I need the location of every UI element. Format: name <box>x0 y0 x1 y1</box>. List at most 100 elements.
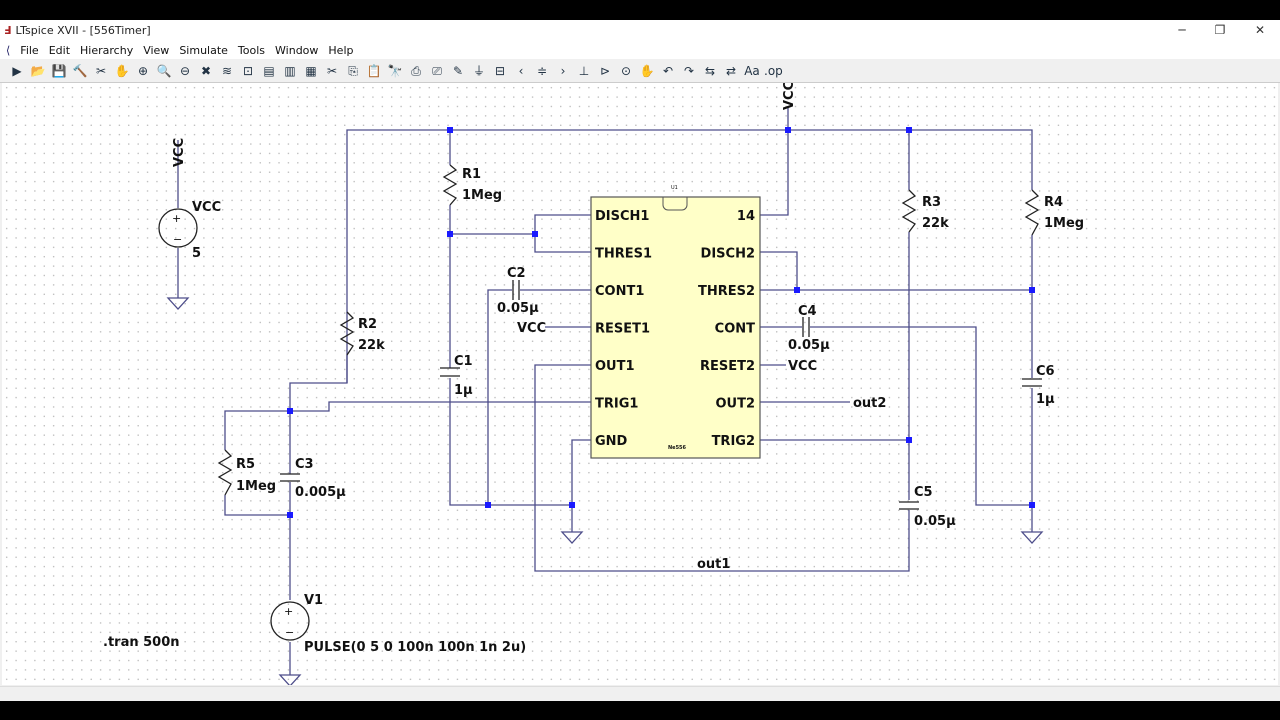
c2-name: C2 <box>507 266 526 281</box>
resistors <box>217 164 1040 496</box>
toolbar-button-20[interactable]: ⎚ <box>432 63 442 78</box>
schematic-icon: ⟨ <box>6 43 11 57</box>
r1-name: R1 <box>462 167 481 182</box>
c6-name: C6 <box>1036 364 1055 379</box>
pin-label-14: 14 <box>737 209 755 224</box>
toolbar-button-33[interactable]: ⇆ <box>704 63 716 78</box>
ic-ref: U1 <box>671 185 678 191</box>
toolbar-button-36[interactable]: .op <box>764 63 783 78</box>
toolbar-button-14[interactable]: ▦ <box>305 63 317 78</box>
toolbar-button-11[interactable]: ⊡ <box>242 63 254 78</box>
menu-window[interactable]: Window <box>275 43 319 57</box>
toolbar: ▶ 📂 💾 🔨 ✂ ✋ ⊕ 🔍 ⊖ ✖ ≋ ⊡ ▤ ▥ ▦ ✂ ⎘ 📋 🔭 ⎙ ⎚ ✎ ⏚ ⊟ ‹ ≑ › ⊥ ⊳ ⊙ ✋ ↶ ↷ ⇆ ⇄ Aa .op <box>0 59 1280 83</box>
toolbar-button-15[interactable]: ✂ <box>326 63 338 78</box>
c5-value: 0.05µ <box>914 514 956 529</box>
toolbar-button-5[interactable]: ✋ <box>114 63 130 78</box>
toolbar-button-6[interactable]: ⊕ <box>137 63 149 78</box>
maximize-button[interactable]: ❐ <box>1214 23 1226 37</box>
toolbar-button-31[interactable]: ↶ <box>662 63 674 78</box>
pin-label-out2: OUT2 <box>715 397 755 412</box>
pin-label-thres2: THRES2 <box>698 284 755 299</box>
pin-label-trig1: TRIG1 <box>595 397 638 412</box>
toolbar-button-7[interactable]: 🔍 <box>156 63 172 78</box>
toolbar-button-2[interactable]: 💾 <box>51 63 67 78</box>
c1-value: 1µ <box>454 383 473 398</box>
minimize-button[interactable]: ─ <box>1178 23 1186 37</box>
labels: R1 1Meg R2 22k R3 22k R4 1Meg R5 1Meg C1… <box>103 81 1084 655</box>
r5-name: R5 <box>236 457 255 472</box>
toolbar-button-18[interactable]: 🔭 <box>387 63 403 78</box>
toolbar-button-25[interactable]: ≑ <box>536 63 548 78</box>
pin-label-disch2: DISCH2 <box>701 247 755 262</box>
reset1-vcc-label: VCC <box>517 321 546 336</box>
r3-value: 22k <box>922 216 949 231</box>
toolbar-button-28[interactable]: ⊳ <box>599 63 611 78</box>
capacitors <box>280 280 1042 510</box>
r2-value: 22k <box>358 338 385 353</box>
title-bar: Ⅎ LTspice XVII - [556Timer] ─ ❐ ✕ <box>0 20 1280 41</box>
toolbar-button-24[interactable]: ‹ <box>518 63 524 78</box>
menu-edit[interactable]: Edit <box>48 43 71 57</box>
spice-directive: .tran 500n <box>103 635 180 650</box>
toolbar-button-22[interactable]: ⏚ <box>472 63 485 78</box>
schematic: +− +− U1 Ne556 DISCH1THRES1CONT1RESET1OU… <box>103 81 1084 687</box>
c3-name: C3 <box>295 457 314 472</box>
toolbar-button-10[interactable]: ≋ <box>221 63 233 78</box>
toolbar-button-21[interactable]: ✎ <box>452 63 464 78</box>
toolbar-button-27[interactable]: ⊥ <box>578 63 590 78</box>
r4-value: 1Meg <box>1044 216 1084 231</box>
pin-label-out1: OUT1 <box>595 359 635 374</box>
toolbar-button-17[interactable]: 📋 <box>366 63 382 78</box>
toolbar-button-0[interactable]: ▶ <box>12 63 22 78</box>
toolbar-button-3[interactable]: 🔨 <box>72 63 88 78</box>
toolbar-button-32[interactable]: ↷ <box>683 63 695 78</box>
ic-part: Ne556 <box>668 445 687 451</box>
ne556-ic[interactable]: U1 Ne556 DISCH1THRES1CONT1RESET1OUT1TRIG… <box>590 185 761 459</box>
svg-text:−: − <box>285 626 294 639</box>
toolbar-button-26[interactable]: › <box>560 63 566 78</box>
toolbar-button-13[interactable]: ▥ <box>284 63 296 78</box>
menu-file[interactable]: File <box>20 43 39 57</box>
window-title: LTspice XVII - [556Timer] <box>15 24 151 37</box>
svg-text:+: + <box>284 605 293 618</box>
vcc-net-label: VCC <box>172 138 187 167</box>
close-button[interactable]: ✕ <box>1254 23 1266 37</box>
pin-label-reset2: RESET2 <box>700 359 755 374</box>
c1-name: C1 <box>454 354 473 369</box>
menu-simulate[interactable]: Simulate <box>179 43 228 57</box>
svg-text:+: + <box>172 212 181 225</box>
v1-value: PULSE(0 5 0 100n 100n 1n 2u) <box>304 640 526 655</box>
toolbar-button-35[interactable]: Aa <box>744 63 760 78</box>
toolbar-button-9[interactable]: ✖ <box>200 63 212 78</box>
ground-symbols <box>166 297 1044 687</box>
vcc-source-name: VCC <box>192 200 221 215</box>
toolbar-button-8[interactable]: ⊖ <box>179 63 191 78</box>
menu-tools[interactable]: Tools <box>237 43 266 57</box>
r3-name: R3 <box>922 195 941 210</box>
vcc-net-label-top: VCC <box>782 83 797 110</box>
toolbar-button-34[interactable]: ⇄ <box>725 63 737 78</box>
reset2-vcc-label: VCC <box>788 359 817 374</box>
menu-help[interactable]: Help <box>328 43 354 57</box>
v1-name: V1 <box>304 593 323 608</box>
c3-value: 0.005µ <box>295 485 346 500</box>
c5-name: C5 <box>914 485 933 500</box>
pin-label-reset1: RESET1 <box>595 322 650 337</box>
toolbar-button-4[interactable]: ✂ <box>95 63 107 78</box>
toolbar-button-12[interactable]: ▤ <box>263 63 275 78</box>
menu-hierarchy[interactable]: Hierarchy <box>80 43 134 57</box>
pin-label-thres1: THRES1 <box>595 247 652 262</box>
menu-view[interactable]: View <box>143 43 170 57</box>
voltage-sources: +− +− <box>158 208 310 641</box>
status-bar <box>0 686 1280 701</box>
toolbar-button-23[interactable]: ⊟ <box>494 63 506 78</box>
toolbar-button-30[interactable]: ✋ <box>639 63 655 78</box>
app-logo-icon: Ⅎ <box>4 24 12 37</box>
toolbar-button-16[interactable]: ⎘ <box>348 63 358 78</box>
toolbar-button-29[interactable]: ⊙ <box>620 63 632 78</box>
c4-name: C4 <box>798 304 817 319</box>
toolbar-button-19[interactable]: ⎙ <box>411 63 421 78</box>
pin-label-trig2: TRIG2 <box>712 434 755 449</box>
toolbar-button-1[interactable]: 📂 <box>30 63 46 78</box>
